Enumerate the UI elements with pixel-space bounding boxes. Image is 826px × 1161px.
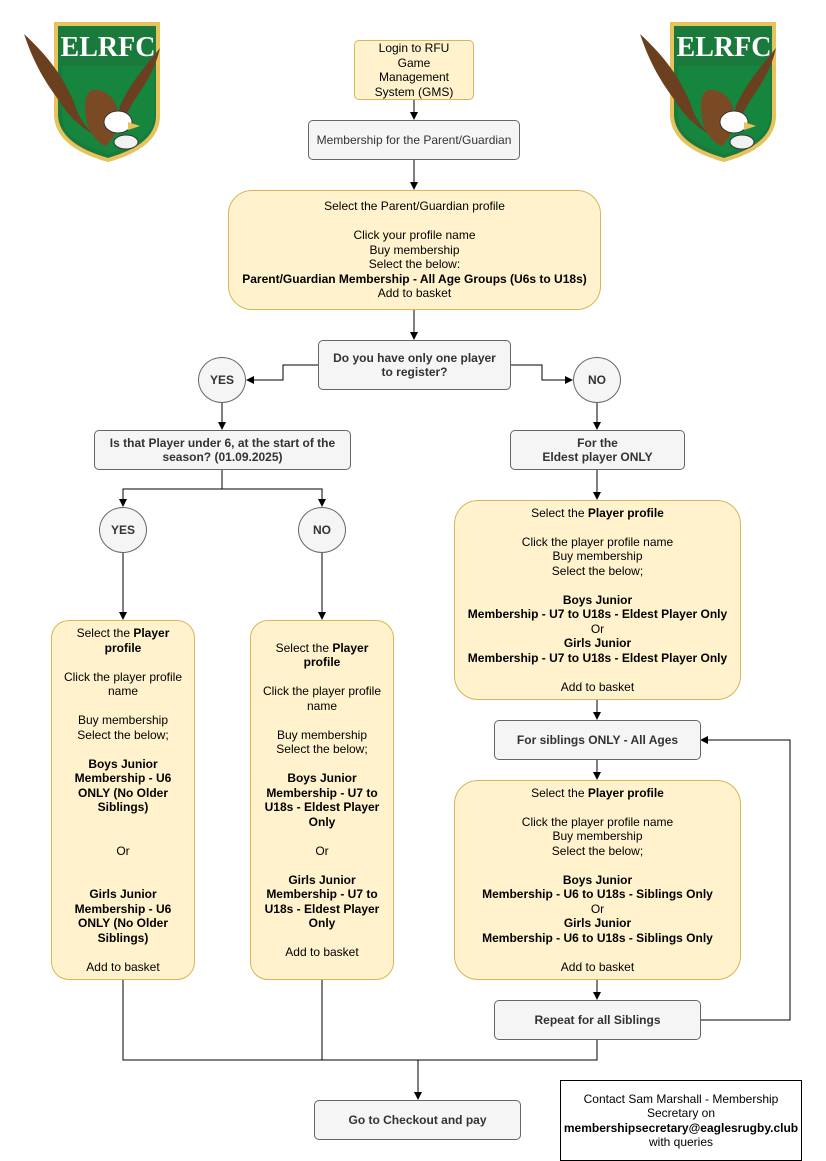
u7-select-below: Select the below;	[276, 742, 368, 756]
u6-membership-box: Select the Player profile Click the play…	[51, 620, 195, 980]
edge-under6-to-yes	[119, 470, 223, 507]
question-one-player-label: Do you have only one player to register?	[333, 350, 496, 380]
edge-u6box-to-merge	[122, 980, 598, 1061]
eldest-add-basket: Add to basket	[560, 679, 635, 694]
eldest-player-step: For the Eldest player ONLY	[510, 430, 685, 470]
question-under-6: Is that Player under 6, at the start of …	[94, 430, 351, 470]
parent-add-basket: Add to basket	[377, 286, 452, 301]
sibling-boys-line2: Membership - U6 to U18s - Siblings Only	[482, 887, 713, 902]
u6-or: Or	[116, 843, 130, 858]
eldest-line2: Eldest player ONLY	[542, 450, 653, 464]
contact-line1: Contact Sam Marshall - Membership Secret…	[583, 1091, 779, 1121]
u6-buy: Buy membership	[77, 713, 169, 727]
u6-select-profile: Select the Player profile	[76, 626, 170, 655]
siblings-step: For siblings ONLY - All Ages	[494, 720, 701, 760]
parent-membership-type: Parent/Guardian Membership - All Age Gro…	[242, 271, 587, 286]
yes-label: YES	[209, 372, 234, 387]
yes-decision-1: YES	[198, 357, 246, 403]
eldest-boys-line2: Membership - U7 to U18s - Eldest Player …	[467, 607, 728, 622]
yes-decision-2: YES	[99, 507, 147, 553]
eldest-girls-line2: Membership - U7 to U18s - Eldest Player …	[467, 650, 728, 665]
edge-under6-to-no	[222, 488, 326, 507]
eldest-or: Or	[590, 621, 605, 636]
parent-steps-box: Select the Parent/Guardian profile Click…	[228, 190, 601, 310]
question-one-player: Do you have only one player to register?	[318, 340, 511, 390]
club-logo-right: ELRFC	[640, 22, 776, 163]
u6-click-name: Click the player profile name	[63, 669, 183, 699]
sibling-girls-line1: Girls Junior	[563, 916, 632, 931]
sibling-add-basket: Add to basket	[560, 959, 635, 974]
u6-select-below: Select the below;	[77, 727, 169, 742]
sibling-buy: Buy membership	[552, 829, 643, 844]
parent-buy: Buy membership	[369, 242, 460, 257]
u7-girls-membership: Girls Junior Membership - U7 to U18s - E…	[264, 872, 380, 931]
edge-repeat-loop	[700, 736, 791, 1021]
siblings-label: For siblings ONLY - All Ages	[516, 732, 679, 747]
u7-membership-box: Select the Player profile Click the play…	[250, 620, 394, 980]
parent-select-below: Select the below:	[368, 257, 461, 272]
eldest-membership-box: Select the Player profile Click the play…	[454, 500, 741, 700]
sibling-boys-line1: Boys Junior	[562, 872, 633, 887]
edge-question-to-yes	[246, 364, 318, 384]
no-label: NO	[588, 372, 606, 387]
sibling-select-below: Select the below;	[551, 843, 644, 858]
sibling-or: Or	[590, 901, 605, 916]
parent-membership-label: Membership for the Parent/Guardian	[316, 132, 512, 147]
u7-click-name: Click the player profile name	[262, 684, 382, 713]
eldest-girls-line1: Girls Junior	[563, 636, 632, 651]
eldest-boys-line1: Boys Junior	[562, 592, 633, 607]
club-logo-left: ELRFC	[24, 22, 160, 163]
login-step: Login to RFU Game Management System (GMS…	[354, 40, 474, 100]
edge-question-to-no	[511, 364, 573, 384]
question-under-6-label: Is that Player under 6, at the start of …	[109, 435, 336, 465]
eldest-select-below: Select the below;	[551, 563, 644, 578]
contact-box: Contact Sam Marshall - Membership Secret…	[560, 1080, 802, 1161]
u7-select-profile: Select the Player profile	[275, 640, 369, 670]
repeat-label: Repeat for all Siblings	[534, 1012, 661, 1027]
u7-buy: Buy membership	[276, 727, 368, 742]
no-decision-1: NO	[573, 357, 621, 403]
checkout-step: Go to Checkout and pay	[314, 1100, 521, 1140]
u6-add-basket: Add to basket	[86, 959, 160, 974]
parent-click-name: Click your profile name	[353, 228, 476, 243]
u6-girls-membership: Girls Junior Membership - U6 ONLY (No Ol…	[74, 887, 172, 945]
eldest-line1: For the	[577, 435, 618, 450]
eldest-buy: Buy membership	[552, 549, 643, 564]
sibling-girls-line2: Membership - U6 to U18s - Siblings Only	[482, 930, 713, 945]
u7-add-basket: Add to basket	[285, 945, 359, 959]
eldest-select-profile: Select the Player profile	[531, 505, 664, 520]
login-label: Login to RFU Game Management System (GMS…	[374, 41, 454, 99]
u7-boys-membership: Boys Junior Membership - U7 to U18s - El…	[264, 771, 380, 829]
no-label: NO	[313, 522, 331, 537]
sibling-click-name: Click the player profile name	[521, 814, 674, 829]
checkout-label: Go to Checkout and pay	[348, 1112, 487, 1127]
eldest-click-name: Click the player profile name	[521, 534, 674, 549]
yes-label: YES	[110, 522, 135, 537]
repeat-siblings-step: Repeat for all Siblings	[494, 1000, 701, 1040]
u7-or: Or	[315, 843, 329, 858]
sibling-membership-box: Select the Player profile Click the play…	[454, 780, 741, 980]
parent-membership-step: Membership for the Parent/Guardian	[308, 120, 520, 160]
contact-email: membershipsecretary@eaglesrugby.club	[563, 1120, 799, 1135]
sibling-select-profile: Select the Player profile	[531, 785, 664, 800]
logo-text: ELRFC	[677, 32, 772, 63]
parent-select-profile: Select the Parent/Guardian profile	[324, 199, 505, 214]
logo-text: ELRFC	[61, 32, 156, 63]
contact-line3: with queries	[648, 1135, 714, 1149]
u6-boys-membership: Boys Junior Membership - U6 ONLY (No Old…	[74, 756, 172, 815]
no-decision-2: NO	[298, 507, 346, 553]
